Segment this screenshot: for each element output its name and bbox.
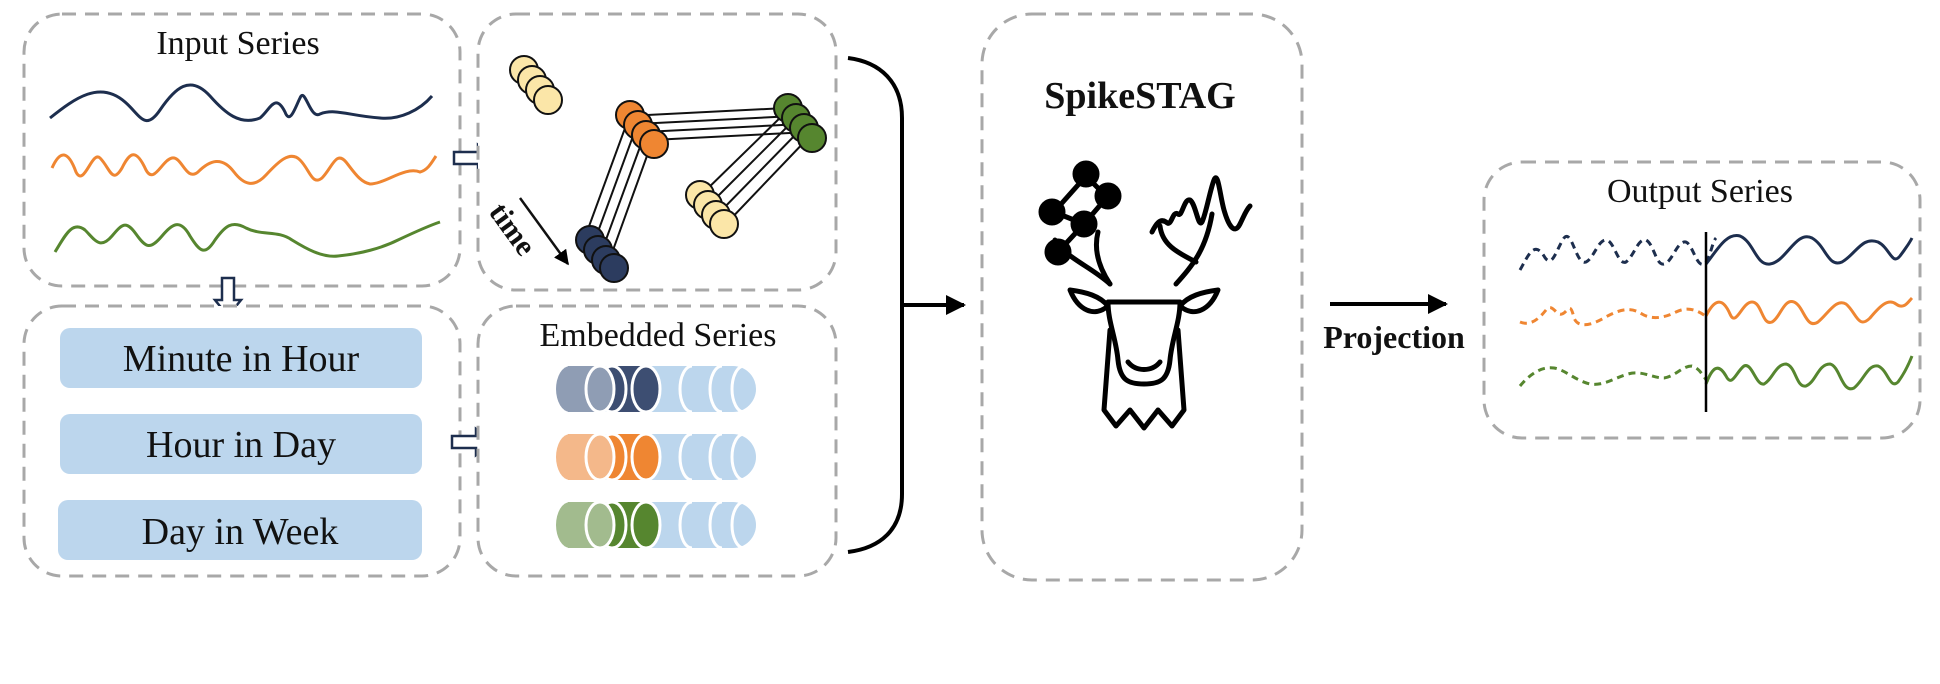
day-in-week-label: Day in Week [142, 511, 339, 553]
yellow-node-stack-middle [685, 180, 739, 239]
output-orange-forecast [1704, 296, 1914, 326]
time-features-panel: Minute in Hour Hour in Day Day in Week [22, 304, 462, 578]
input-series-green-line [53, 220, 441, 258]
spikestag-panel: SpikeSTAG [980, 12, 1304, 582]
embedded-row-green [556, 500, 756, 550]
graph-edges-orange-green [627, 107, 811, 141]
graph-panel: time [476, 12, 838, 292]
graph-edges-navy-orange [583, 119, 653, 265]
input-series-title: Input Series [156, 25, 319, 62]
navy-node-stack [575, 225, 629, 283]
output-navy-forecast [1704, 234, 1914, 266]
embedded-series-panel: Embedded Series [476, 304, 838, 578]
embedded-row-navy [556, 364, 756, 414]
output-orange-history [1519, 306, 1709, 327]
time-arrow [518, 197, 570, 266]
minute-in-hour-box [60, 328, 422, 388]
output-series-title: Output Series [1607, 173, 1793, 210]
output-green-forecast [1704, 355, 1914, 391]
antler-graph-nodes [1038, 160, 1122, 266]
graph-edges-yellow-green [699, 111, 811, 227]
input-series-panel: Input Series [22, 12, 462, 288]
minute-in-hour-label: Minute in Hour [123, 338, 360, 380]
day-in-week-box [58, 500, 422, 560]
embedded-row-orange [556, 432, 756, 482]
output-green-history [1518, 364, 1710, 387]
deer-head-graph-spike-icon [1052, 175, 1253, 431]
embedded-series-title: Embedded Series [540, 317, 777, 354]
yellow-node-stack-top [509, 55, 563, 115]
model-name: SpikeSTAG [1044, 75, 1235, 117]
input-series-orange-line [50, 153, 438, 186]
output-series-panel: Output Series [1482, 160, 1922, 440]
input-series-navy-line [49, 83, 434, 123]
green-node-stack [773, 93, 827, 153]
orange-node-stack [615, 100, 669, 159]
hour-in-day-label: Hour in Day [146, 424, 336, 466]
merge-bracket [847, 56, 904, 554]
output-navy-history [1518, 234, 1718, 271]
hour-in-day-box [60, 414, 422, 474]
projection-label: Projection [1323, 319, 1465, 355]
